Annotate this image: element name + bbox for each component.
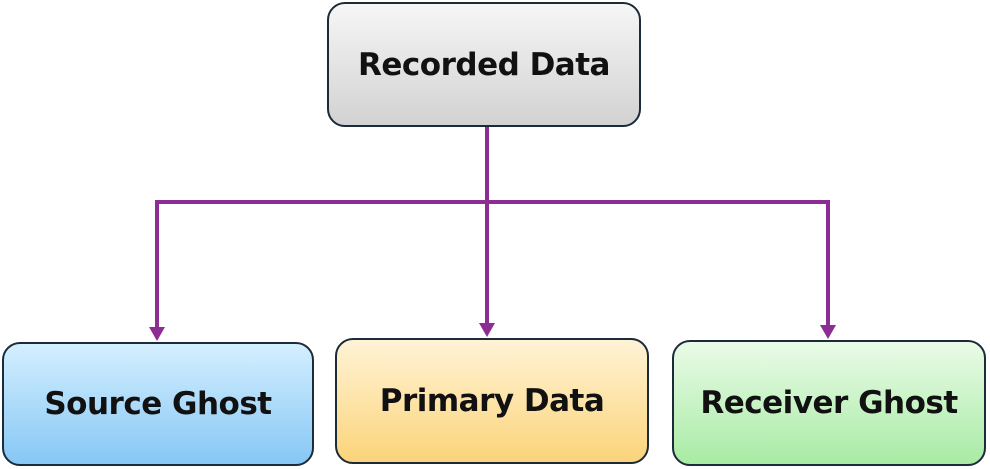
primary-data-node: Primary Data <box>335 338 649 464</box>
primary-data-label: Primary Data <box>379 383 605 419</box>
receiver-ghost-label: Receiver Ghost <box>700 385 958 421</box>
receiver-arrowhead <box>820 325 836 339</box>
recorded-data-node: Recorded Data <box>327 2 641 127</box>
source-ghost-label: Source Ghost <box>44 386 272 422</box>
source-ghost-node: Source Ghost <box>2 342 314 466</box>
receiver-ghost-node: Receiver Ghost <box>672 340 986 466</box>
source-arrowhead <box>149 327 165 341</box>
recorded-data-label: Recorded Data <box>358 46 610 83</box>
primary-arrowhead <box>479 323 495 337</box>
